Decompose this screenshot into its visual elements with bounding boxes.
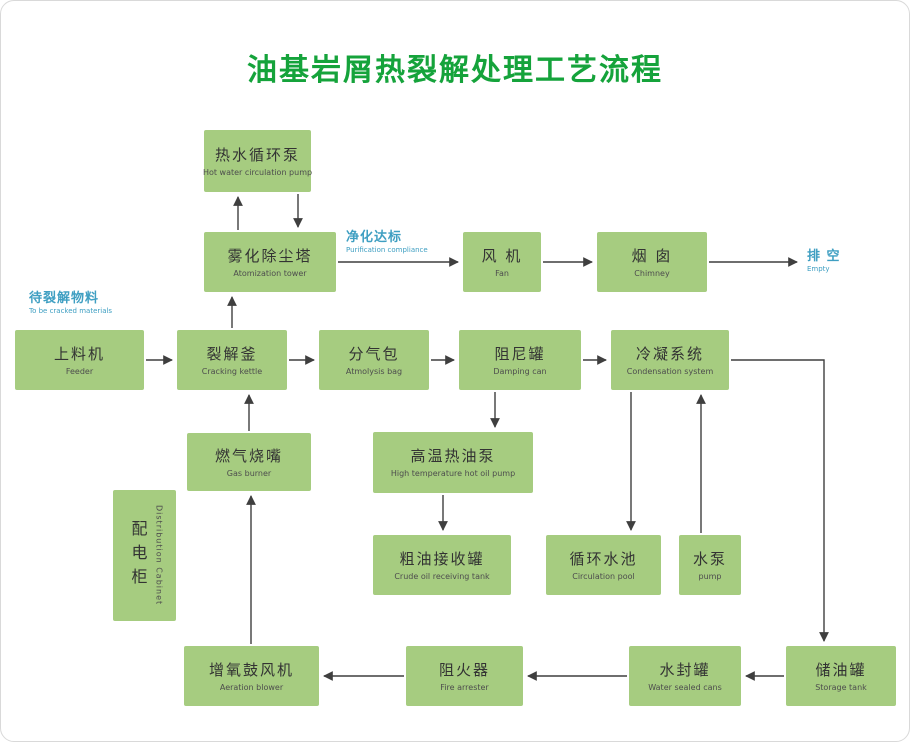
node-label-zh: 冷凝系统 [635, 344, 704, 363]
node-label-zh: 增氧鼓风机 [208, 660, 294, 679]
label-empty-vent: 排 空 Empty [807, 249, 841, 273]
node-water-pump: 水泵 pump [679, 535, 741, 595]
node-feeder: 上料机 Feeder [15, 330, 144, 390]
node-aeration-blower: 增氧鼓风机 Aeration blower [184, 646, 319, 706]
node-label-en: Water sealed cans [648, 682, 722, 692]
node-label-en: Distribution Cabinet [154, 505, 164, 606]
node-label-en: High temperature hot oil pump [390, 469, 516, 478]
node-label-zh: 烟 囱 [631, 246, 673, 265]
node-atomization-tower: 雾化除尘塔 Atomization tower [204, 232, 336, 292]
node-label-en: Cracking kettle [201, 366, 263, 376]
label-zh: 净化达标 [346, 230, 403, 245]
node-atmolysis-bag: 分气包 Atmolysis bag [319, 330, 429, 390]
node-hot-oil-pump: 高温热油泵 High temperature hot oil pump [373, 432, 533, 493]
node-label-zh: 粗油接收罐 [399, 549, 485, 568]
node-label-en: Circulation pool [572, 571, 635, 581]
label-en: To be cracked materials [29, 306, 113, 315]
node-gas-burner: 燃气烧嘴 Gas burner [187, 433, 311, 491]
node-label-en: Aeration blower [219, 682, 284, 692]
node-label-zh: 储油罐 [815, 660, 867, 679]
node-circulation-pool: 循环水池 Circulation pool [546, 535, 661, 595]
node-storage-tank: 储油罐 Storage tank [786, 646, 896, 706]
node-label-en: Storage tank [815, 682, 867, 692]
node-label-zh: 燃气烧嘴 [214, 446, 283, 465]
node-label-zh: 高温热油泵 [410, 447, 496, 465]
node-label-en: Chimney [634, 268, 670, 278]
node-label-en: Damping can [493, 366, 547, 376]
page-title: 油基岩屑热裂解处理工艺流程 [247, 53, 663, 88]
node-crude-oil-tank: 粗油接收罐 Crude oil receiving tank [373, 535, 511, 595]
node-label-zh: 水封罐 [659, 660, 711, 679]
label-en: Purification compliance [346, 245, 428, 254]
node-label-zh: 阻火器 [438, 660, 490, 679]
node-label-en: Condensation system [626, 366, 714, 376]
node-water-sealed-can: 水封罐 Water sealed cans [629, 646, 741, 706]
node-label-en: Fan [495, 268, 509, 278]
node-label-en: pump [698, 571, 722, 581]
node-label-en: Hot water circulation pump [202, 167, 313, 177]
node-label-en: Feeder [65, 366, 94, 376]
node-fire-arrester: 阻火器 Fire arrester [406, 646, 523, 706]
label-zh: 待裂解物料 [29, 291, 100, 306]
node-hot-water-pump: 热水循环泵 Hot water circulation pump [202, 130, 313, 192]
node-label-en: Atmolysis bag [345, 366, 403, 376]
node-label-en: Atomization tower [233, 268, 307, 278]
node-label-zh: 配电柜 [128, 519, 148, 592]
node-damping-can: 阻尼罐 Damping can [459, 330, 581, 390]
node-label-zh: 雾化除尘塔 [227, 246, 313, 265]
node-cracking-kettle: 裂解釜 Cracking kettle [177, 330, 287, 390]
node-label-zh: 裂解釜 [206, 344, 258, 363]
node-distribution-cabinet: 配电柜 Distribution Cabinet [113, 490, 176, 621]
node-label-en: Gas burner [226, 468, 272, 478]
node-label-zh: 风 机 [481, 246, 523, 265]
label-en: Empty [807, 264, 830, 273]
node-label-zh: 上料机 [53, 344, 105, 363]
node-label-zh: 热水循环泵 [214, 145, 300, 164]
node-label-en: Crude oil receiving tank [394, 571, 490, 581]
node-chimney: 烟 囱 Chimney [597, 232, 707, 292]
node-fan: 风 机 Fan [463, 232, 541, 292]
node-label-zh: 循环水池 [569, 549, 638, 568]
node-label-zh: 分气包 [348, 344, 400, 363]
node-label-en: Fire arrester [440, 682, 489, 692]
label-zh: 排 空 [807, 249, 841, 264]
label-to-be-cracked-materials: 待裂解物料 To be cracked materials [29, 291, 113, 315]
node-label-zh: 水泵 [692, 549, 727, 568]
label-purification-compliance: 净化达标 Purification compliance [346, 230, 428, 254]
node-label-zh: 阻尼罐 [494, 344, 546, 363]
arrow-lines [146, 194, 829, 681]
node-condensation-system: 冷凝系统 Condensation system [611, 330, 729, 390]
